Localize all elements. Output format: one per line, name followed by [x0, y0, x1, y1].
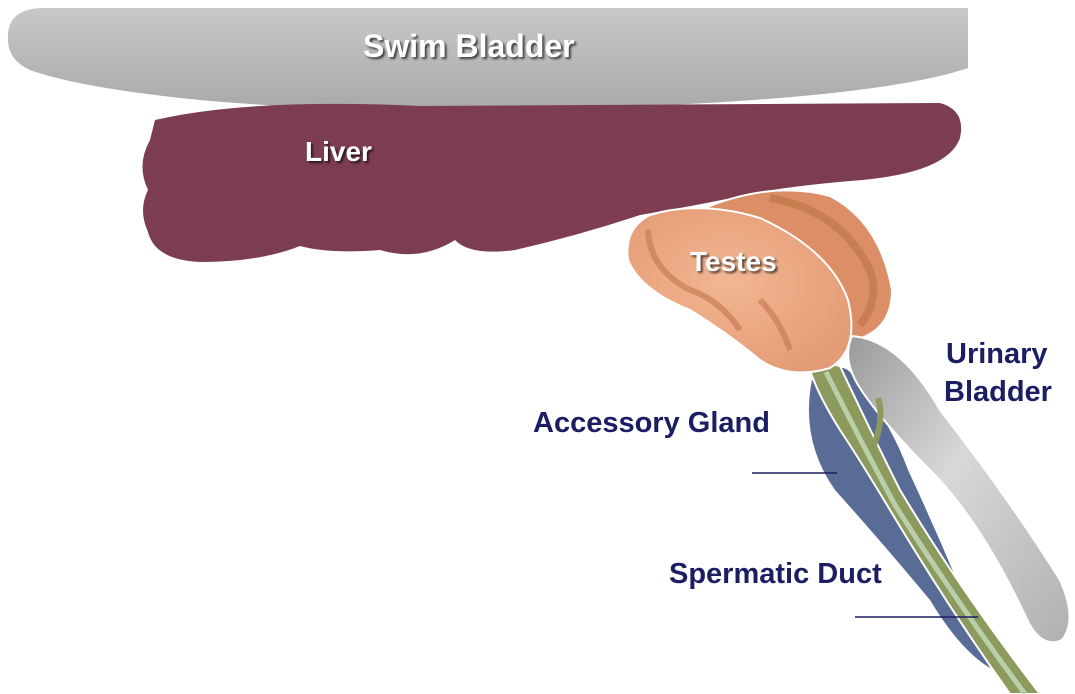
liver-label: Liver [305, 138, 372, 166]
urinary-bladder-label-line1: Urinary [946, 340, 1048, 369]
swim-bladder-label: Swim Bladder [363, 30, 575, 62]
testes-label: Testes [690, 248, 777, 276]
accessory-gland-label: Accessory Gland [533, 409, 770, 438]
spermatic-duct-label: Spermatic Duct [669, 560, 882, 589]
urinary-bladder-label-line2: Bladder [944, 378, 1052, 407]
